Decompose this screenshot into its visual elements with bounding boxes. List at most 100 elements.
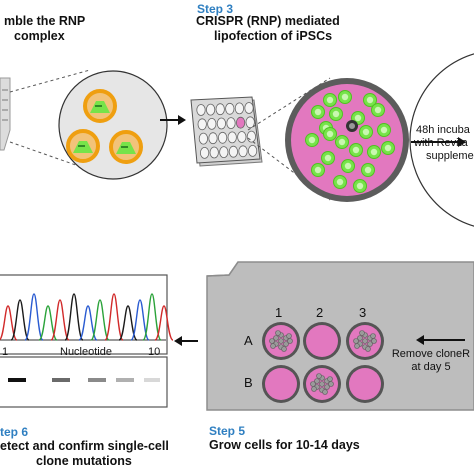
column-label-1: 1 bbox=[275, 305, 283, 320]
cell-icon bbox=[338, 90, 352, 104]
incubation-note-line2: with Revita bbox=[414, 137, 468, 149]
plate-well bbox=[207, 118, 217, 130]
arrow-left-icon bbox=[416, 335, 465, 345]
plate-well bbox=[238, 145, 248, 158]
chromatogram-peak bbox=[142, 293, 162, 341]
step3-title-line1: CRISPR (RNP) mediated bbox=[196, 14, 340, 28]
chromatogram-peak bbox=[90, 299, 110, 341]
step2-title-line2: complex bbox=[14, 29, 65, 43]
step3-label: Step 3 bbox=[197, 2, 234, 16]
gel-band bbox=[88, 378, 106, 382]
cell-icon bbox=[323, 127, 337, 141]
cell-icon bbox=[359, 125, 373, 139]
step6-title: etect and confirm single-cell clone muta… bbox=[0, 439, 169, 469]
step6-title-line1: etect and confirm single-cell bbox=[0, 439, 169, 453]
chromatogram-peak bbox=[24, 293, 44, 341]
chromatogram-xlabel: Nucleotide bbox=[60, 346, 112, 358]
plate-well bbox=[200, 146, 210, 159]
plate-well bbox=[206, 103, 216, 116]
plate-well bbox=[216, 117, 226, 130]
plate-well bbox=[197, 118, 207, 131]
chromatogram-peak bbox=[130, 299, 150, 341]
well-b2 bbox=[303, 365, 341, 403]
plate-well bbox=[225, 102, 235, 115]
chromatogram-peak bbox=[104, 293, 124, 341]
cell-icon bbox=[353, 179, 367, 193]
cell-icon bbox=[367, 145, 381, 159]
chromatogram-tick-start: 1 bbox=[2, 346, 9, 358]
well-a1 bbox=[262, 322, 300, 360]
remove-note-line2: at day 5 bbox=[411, 361, 451, 373]
cell-icon bbox=[363, 93, 377, 107]
cell-icon bbox=[361, 163, 375, 177]
lipofection-well bbox=[285, 78, 409, 202]
cell-icon bbox=[323, 93, 337, 107]
plate-well bbox=[198, 132, 208, 145]
gel-image bbox=[0, 356, 168, 408]
cell-colony-icon bbox=[269, 330, 293, 352]
plate-well bbox=[236, 116, 246, 129]
plate-well bbox=[244, 102, 254, 114]
remove-clone-r-note: Remove cloneR at day 5 bbox=[388, 348, 474, 374]
plate-well bbox=[208, 132, 218, 145]
gel-band bbox=[116, 378, 134, 382]
zoom-line bbox=[9, 69, 91, 93]
plate-well bbox=[215, 103, 225, 116]
rnp-complex-circle bbox=[58, 70, 168, 180]
row-label-a: A bbox=[244, 333, 253, 348]
step5-title: Grow cells for 10-14 days bbox=[209, 438, 360, 452]
incubation-note-line1: 48h incuba bbox=[416, 124, 470, 136]
well-b3 bbox=[346, 365, 384, 403]
gel-band bbox=[144, 378, 160, 382]
arrow-right-icon bbox=[160, 115, 186, 125]
cell-icon bbox=[333, 175, 347, 189]
cell-icon bbox=[329, 107, 343, 121]
plate-well bbox=[218, 131, 228, 144]
incubation-well bbox=[409, 53, 474, 227]
plate-well bbox=[245, 116, 255, 129]
plate-well bbox=[219, 146, 229, 159]
cell-colony-icon bbox=[310, 373, 334, 395]
rnp-particle-icon bbox=[83, 89, 117, 123]
cell-icon bbox=[381, 141, 395, 155]
step3-title: CRISPR (RNP) mediated lipofection of iPS… bbox=[196, 14, 340, 44]
plate-well bbox=[227, 131, 237, 144]
chromatogram-peak bbox=[50, 299, 70, 341]
plate-well bbox=[234, 102, 244, 115]
rnp-particle-icon bbox=[109, 130, 143, 164]
rnp-particle-icon bbox=[66, 129, 100, 163]
incubation-note: 48h incuba with Revita suppleme bbox=[414, 124, 474, 163]
well-b1 bbox=[262, 365, 300, 403]
step5-label: Step 5 bbox=[209, 424, 246, 438]
plate-well bbox=[228, 145, 238, 158]
gel-band bbox=[8, 378, 26, 382]
plate-well bbox=[226, 117, 236, 129]
cell-icon bbox=[321, 151, 335, 165]
column-label-2: 2 bbox=[316, 305, 324, 320]
row-label-b: B bbox=[244, 375, 253, 390]
step3-title-line2: lipofection of iPSCs bbox=[214, 29, 333, 43]
cell-icon bbox=[335, 135, 349, 149]
chromatogram-peak bbox=[10, 299, 30, 341]
cell-icon bbox=[371, 103, 385, 117]
plate-well bbox=[248, 144, 258, 157]
step2-title-line1: mble the RNP bbox=[4, 14, 86, 28]
tube-icon bbox=[0, 77, 11, 151]
chromatogram bbox=[0, 274, 174, 355]
cell-colony-icon bbox=[353, 330, 377, 352]
chromatogram-peak bbox=[64, 293, 84, 341]
chromatogram-tick-end: 10 bbox=[148, 346, 161, 358]
transfected-cell-icon bbox=[346, 120, 358, 132]
column-label-3: 3 bbox=[359, 305, 367, 320]
zoom-line bbox=[9, 141, 91, 171]
cell-icon bbox=[311, 163, 325, 177]
step6-title-line2: clone mutations bbox=[36, 454, 132, 468]
plate-well bbox=[209, 146, 219, 159]
incubation-note-line3: suppleme bbox=[426, 150, 474, 162]
plate-well bbox=[196, 104, 206, 116]
cell-icon bbox=[341, 159, 355, 173]
cell-icon bbox=[305, 133, 319, 147]
step2-title: mble the RNP complex bbox=[4, 14, 85, 44]
gel-band bbox=[52, 378, 70, 382]
